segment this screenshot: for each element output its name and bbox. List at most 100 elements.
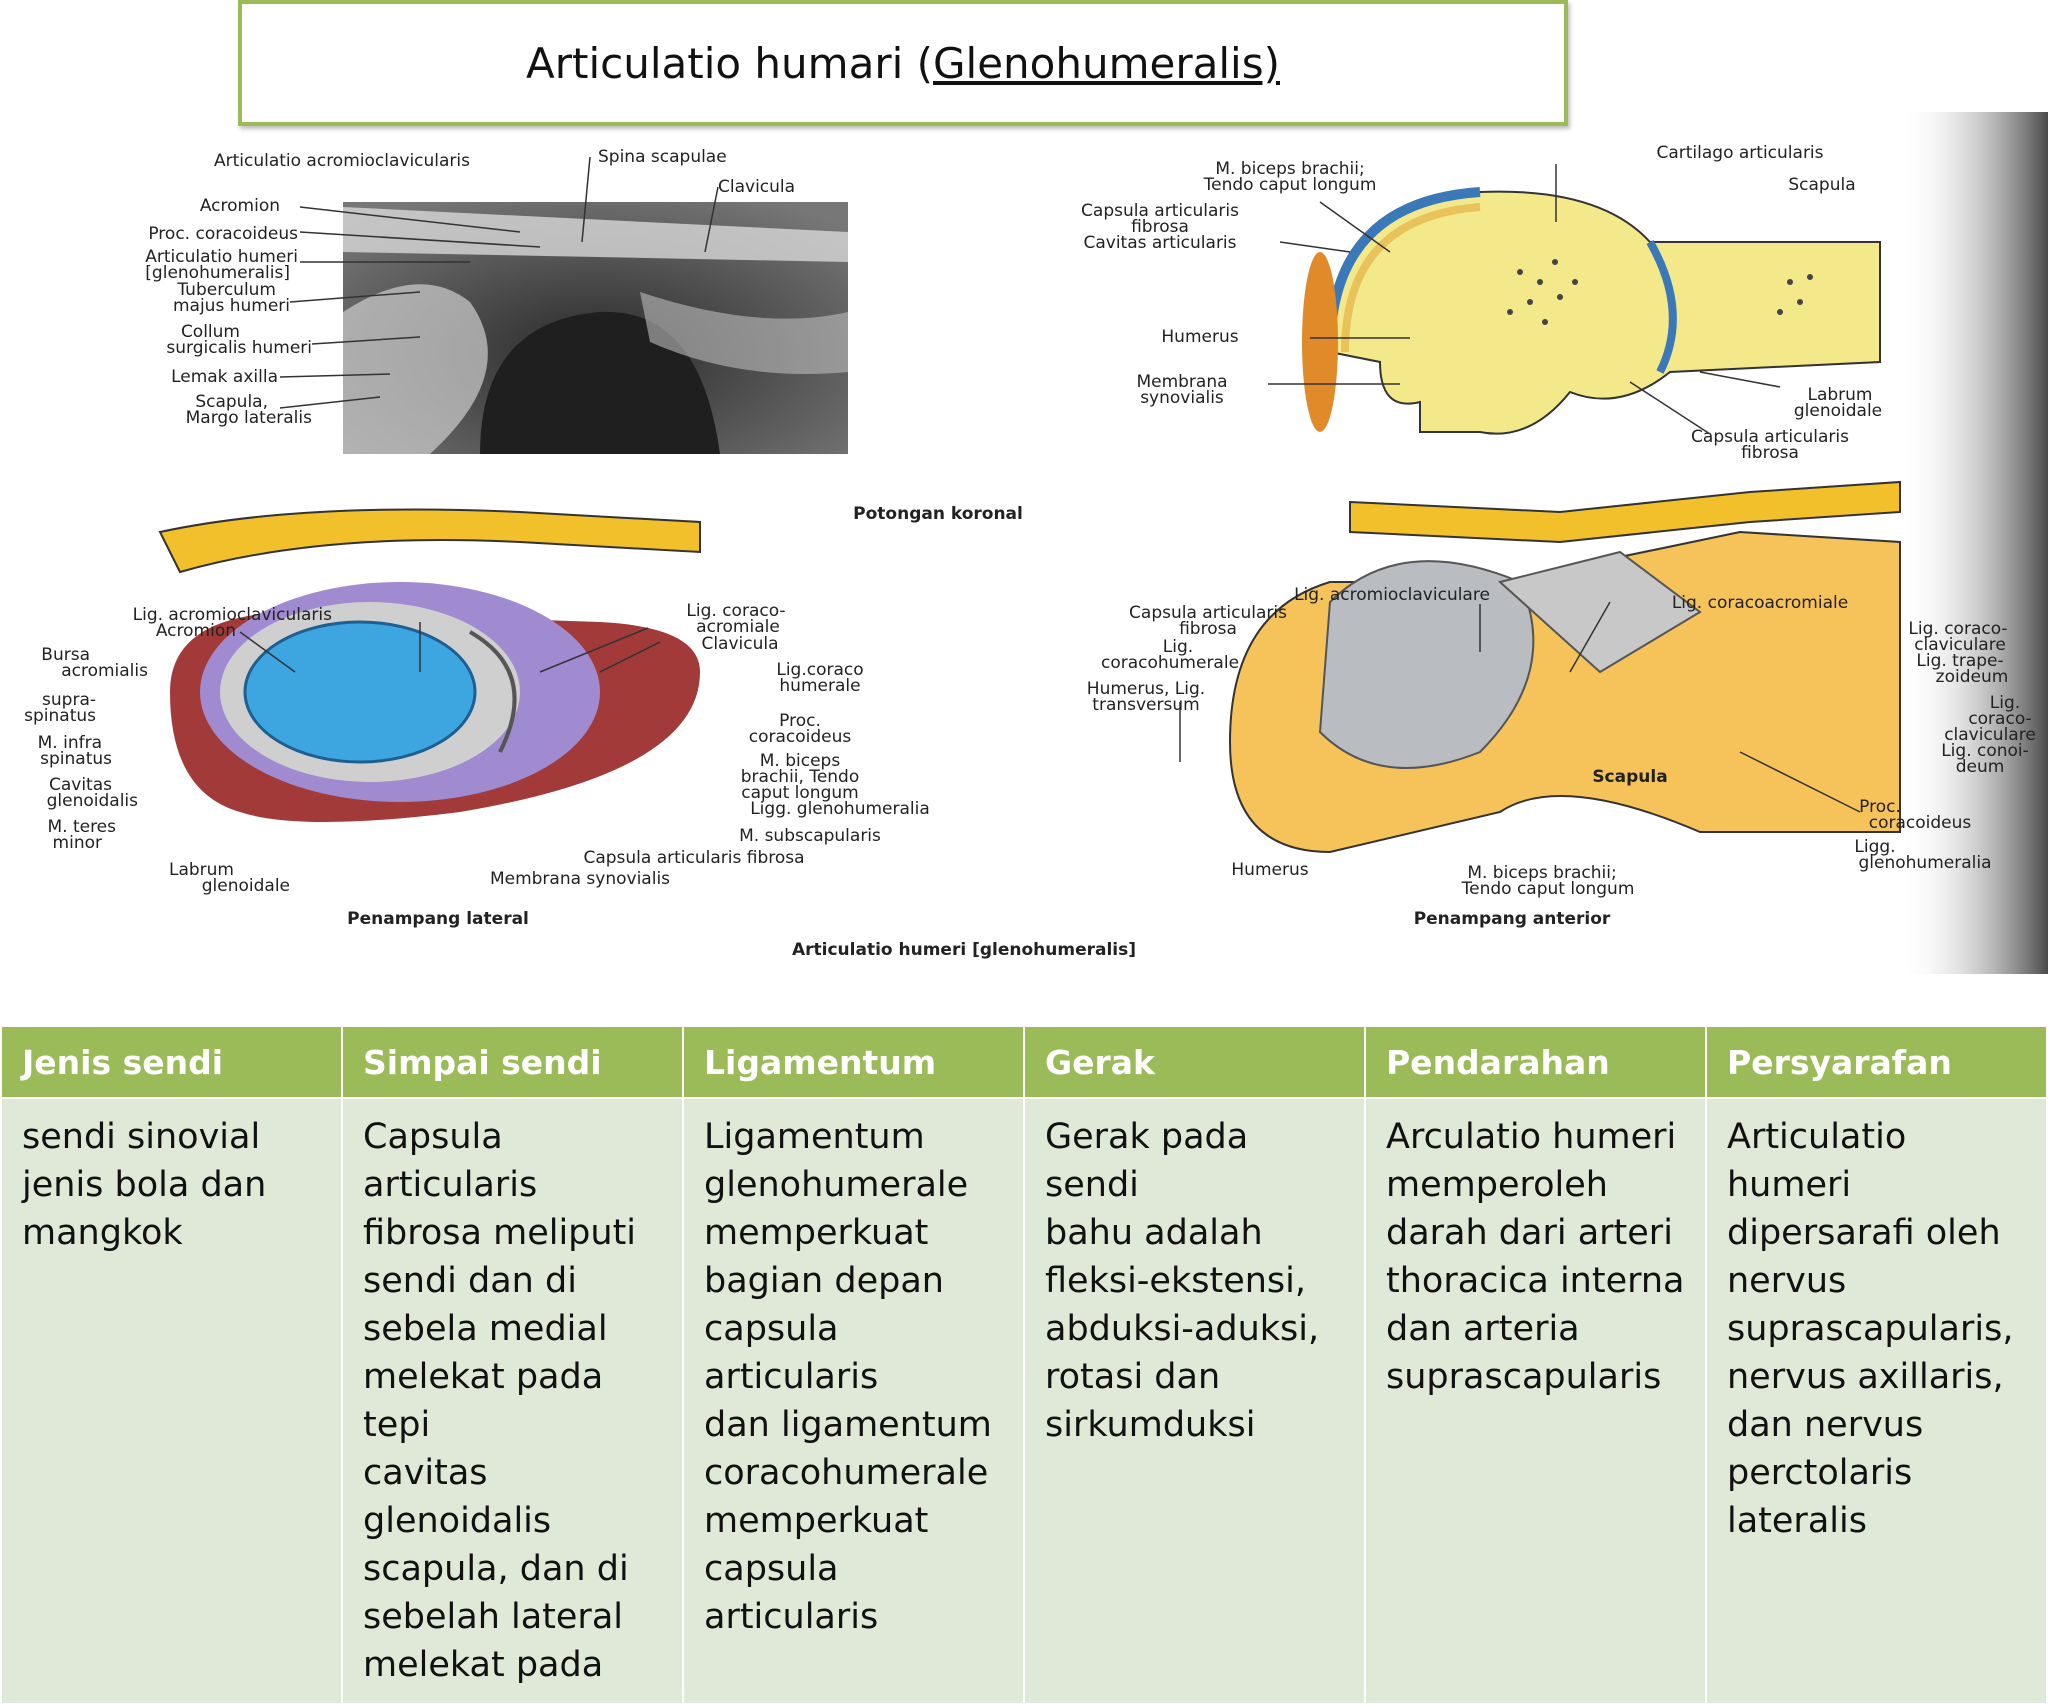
label-membrana-syn-lat: Membrana synovialis <box>490 869 670 889</box>
cell-line: lateralis <box>1727 1501 1867 1541</box>
label-artic-acromioclav: Articulatio acromioclavicularis <box>214 151 470 171</box>
label-glenoidalis: glenoidalis <box>47 791 139 811</box>
lateral-left-labels: Lig. acromioclavicularis Acromion Bursa … <box>24 605 332 896</box>
cell-line: nervus <box>1727 1261 1847 1301</box>
edge-shadow <box>1900 112 2048 974</box>
label-ligg-glenohum: Ligg. glenohumeralia <box>750 799 930 819</box>
cell-persyarafan: Articulatio humeri dipersarafi oleh nerv… <box>1705 1097 2048 1705</box>
label-margo-lateralis: Margo lateralis <box>186 408 312 428</box>
label-caput-longum-lat: caput longum <box>741 783 858 803</box>
cell-line: capsula articularis <box>704 1549 879 1637</box>
info-table: Jenis sendi Simpai sendi Ligamentum Gera… <box>0 1025 2048 1705</box>
section-labels: M. biceps brachii; Tendo caput longum Ca… <box>1081 143 1882 463</box>
label-brachii-tendo: brachii, Tendo <box>741 767 860 787</box>
cell-line: sendi sinovial <box>22 1117 261 1157</box>
label-lig-conoi: Lig. conoi- <box>1941 741 2029 761</box>
cell-line: jenis bola dan <box>22 1165 267 1205</box>
label-glenoidale: glenoidale <box>1794 401 1882 421</box>
label-lig-coraco: Lig. coraco- <box>686 601 785 621</box>
title-text: Articulatio humari ( <box>526 38 933 88</box>
label-m-infra: M. infra <box>38 733 102 753</box>
cell-line: coracohumerale <box>704 1453 989 1493</box>
slide-title: Articulatio humari (Glenohumeralis) <box>238 0 1568 126</box>
label-acromion: Acromion <box>200 196 280 216</box>
label-cavitas: Cavitas <box>49 775 112 795</box>
col-header-persyarafan: Persyarafan <box>1705 1025 2048 1099</box>
label-capsula-ant: Capsula articularis <box>1129 603 1287 623</box>
label-glenoidale-lat: glenoidale <box>202 876 290 896</box>
cell-line: cavitas glenoidalis <box>363 1453 552 1541</box>
cell-line: darah dari arteri <box>1386 1213 1673 1253</box>
label-m-teres: M. teres <box>47 817 116 837</box>
label-zoideum: zoideum <box>1936 667 2009 687</box>
label-collum: Collum <box>181 322 240 342</box>
col-header-pendarahan: Pendarahan <box>1364 1025 1707 1099</box>
label-scapula: Scapula, <box>195 392 268 412</box>
label-capsula-2: Capsula articularis <box>1691 427 1849 447</box>
anterior-caption: Penampang anterior <box>1414 909 1611 929</box>
label-spinatus: spinatus <box>24 706 96 726</box>
cell-ligamentum: Ligamentum glenohumerale memperkuat bagi… <box>682 1097 1025 1705</box>
label-fibrosa-ant: fibrosa <box>1179 619 1237 639</box>
label-proc-coracoideus: Proc. coracoideus <box>148 224 298 244</box>
cell-line: melekat pada tepi <box>363 1357 604 1445</box>
cell-line: Capsula articularis <box>363 1117 538 1205</box>
label-bursa: Bursa <box>41 645 90 665</box>
cell-line: bagian depan <box>704 1261 944 1301</box>
label-section-scapula: Scapula <box>1788 175 1855 195</box>
cell-line: dan arteria <box>1386 1309 1580 1349</box>
cell-line: glenohumerale <box>704 1165 969 1205</box>
label-lig-coraco-hum: Lig.coraco <box>776 660 863 680</box>
cell-line: nervus axillaris, <box>1727 1357 2004 1397</box>
label-coraco-2: coraco- <box>1968 709 2031 729</box>
cell-pendarahan: Arculatio humeri memperoleh darah dari a… <box>1364 1097 1707 1705</box>
anterior-view <box>1228 480 1901 854</box>
cell-line: dan ligamentum <box>704 1405 992 1445</box>
label-humerus-ant: Humerus <box>1231 860 1308 880</box>
label-lemak-axilla: Lemak axilla <box>171 367 278 387</box>
label-coracoideus-ant: coracoideus <box>1869 813 1972 833</box>
cell-line: memperkuat <box>704 1501 929 1541</box>
label-claviculare-2: claviculare <box>1944 725 2036 745</box>
col-header-ligamentum: Ligamentum <box>682 1025 1025 1099</box>
cell-line: scapula, dan di <box>363 1549 629 1589</box>
label-membrana: Membrana <box>1136 372 1227 392</box>
anatomy-illustration: Articulatio acromioclavicularis Acromion… <box>24 112 2048 974</box>
cell-line: Gerak pada sendi <box>1045 1117 1249 1205</box>
coronal-caption: Potongan koronal <box>853 504 1023 524</box>
coronal-labels: Articulatio acromioclavicularis Acromion… <box>145 151 470 428</box>
label-biceps: M. biceps brachii; <box>1215 159 1364 179</box>
label-humerus-lig: Humerus, Lig. <box>1087 679 1205 699</box>
anatomy-figure: Articulatio acromioclavicularis Acromion… <box>0 112 2048 974</box>
label-lig-trape: Lig. trape- <box>1916 651 2003 671</box>
label-tendo-caput-ant: Tendo caput longum <box>1461 879 1635 899</box>
label-coracohumerale: coracohumerale <box>1101 653 1239 673</box>
cell-line: Articulatio humeri <box>1727 1117 1907 1205</box>
label-coracoideus-lat: coracoideus <box>749 727 852 747</box>
cell-line: perctolaris <box>1727 1453 1913 1493</box>
leader-lines <box>239 156 1861 813</box>
cell-line: suprascapularis, <box>1727 1309 2014 1349</box>
cell-line: mangkok <box>22 1213 183 1253</box>
cell-line: bahu adalah <box>1045 1213 1263 1253</box>
label-capsula-articularis: Capsula articularis <box>1081 201 1239 221</box>
label-humerus: Humerus <box>1161 327 1238 347</box>
label-labrum-lat: Labrum <box>169 860 234 880</box>
label-tuberculum: Tuberculum <box>176 280 276 300</box>
cell-line: dipersarafi oleh <box>1727 1213 2001 1253</box>
label-lig-acromioclaviculare: Lig. acromioclaviculare <box>1294 585 1490 605</box>
cell-gerak: Gerak pada sendi bahu adalah fleksi-ekst… <box>1023 1097 1366 1705</box>
xray-panel <box>343 202 848 454</box>
label-lig-2: Lig. <box>1990 693 2020 713</box>
cell-line: Arculatio humeri <box>1386 1117 1677 1157</box>
col-header-jenis-sendi: Jenis sendi <box>0 1025 343 1099</box>
label-deum: deum <box>1956 757 2005 777</box>
label-lig-ant: Lig. <box>1163 637 1193 657</box>
label-m-biceps-ant: M. biceps brachii; <box>1467 863 1616 883</box>
label-articulatio-humeri: Articulatio humeri <box>145 247 298 267</box>
label-lig-coraco-ant: Lig. coraco- <box>1908 619 2007 639</box>
cell-line: Ligamentum <box>704 1117 925 1157</box>
label-lig-coracoacromiale: Lig. coracoacromiale <box>1672 593 1848 613</box>
label-acromiale: acromiale <box>696 617 780 637</box>
label-spina-scapulae: Spina scapulae <box>598 147 727 167</box>
